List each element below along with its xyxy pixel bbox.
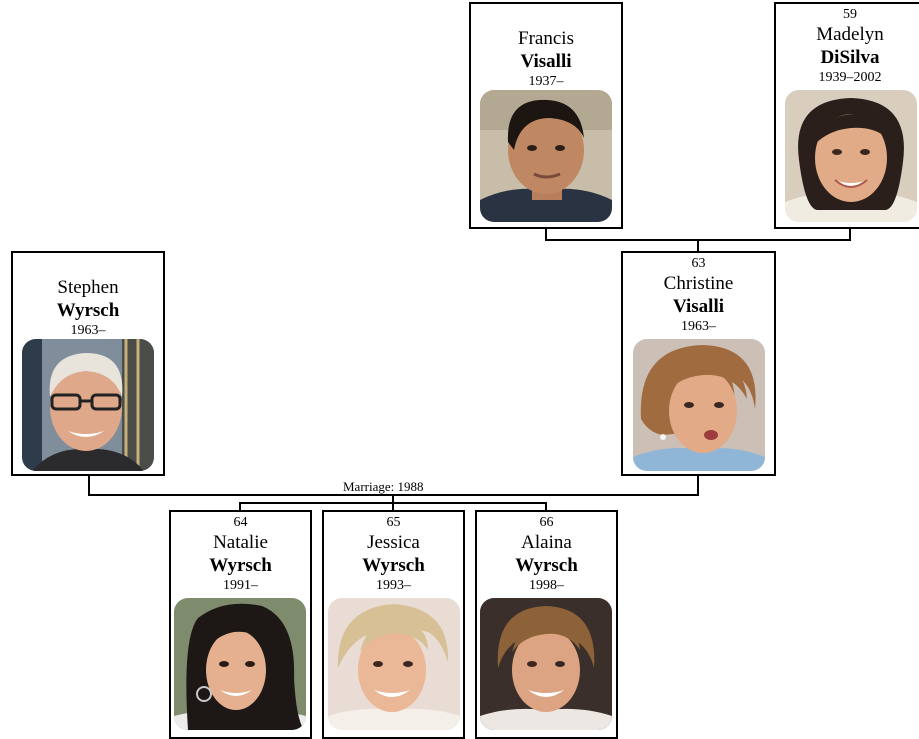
first-name: Alaina	[521, 532, 572, 553]
last-name: DiSilva	[820, 47, 880, 68]
person-number: 65	[386, 515, 401, 530]
person-card-christine[interactable]: 63 Christine Visalli 1963–	[621, 251, 776, 476]
person-card-madelyn[interactable]: 59 Madelyn DiSilva 1939–2002	[774, 2, 919, 229]
marriage-label: Marriage: 1988	[343, 479, 424, 494]
first-name: Christine	[663, 273, 734, 294]
child-connector-alaina	[545, 502, 547, 511]
portrait-photo	[480, 90, 612, 222]
person-card-natalie[interactable]: 64 Natalie Wyrsch 1991–	[169, 510, 312, 739]
first-name: Jessica	[367, 532, 420, 553]
portrait-photo	[480, 598, 612, 730]
portrait-photo	[174, 598, 306, 730]
parents-connector-left	[88, 474, 90, 496]
parents-connector-right	[697, 474, 699, 496]
life-years: 1993–	[376, 578, 411, 593]
first-name: Francis	[518, 28, 574, 49]
child-connector-natalie	[239, 502, 241, 511]
first-name: Stephen	[57, 277, 119, 298]
person-number: 63	[691, 256, 706, 271]
person-number: 64	[233, 515, 248, 530]
children-connector-down	[392, 494, 394, 502]
life-years: 1939–2002	[818, 70, 882, 85]
life-years: 1937–	[528, 74, 564, 89]
life-years: 1998–	[529, 578, 564, 593]
last-name: Wyrsch	[362, 555, 425, 576]
child-connector-jessica	[392, 502, 394, 511]
last-name: Visalli	[672, 296, 725, 317]
last-name: Wyrsch	[56, 300, 120, 321]
first-name: Madelyn	[816, 24, 884, 45]
portrait-photo	[633, 339, 765, 471]
first-name: Natalie	[213, 532, 268, 553]
last-name: Wyrsch	[515, 555, 578, 576]
portrait-photo	[22, 339, 154, 471]
grandparents-connector-down	[697, 239, 699, 252]
person-number: 66	[539, 515, 554, 530]
life-years: 1991–	[223, 578, 258, 593]
person-card-alaina[interactable]: 66 Alaina Wyrsch 1998–	[475, 510, 618, 739]
person-card-jessica[interactable]: 65 Jessica Wyrsch 1993–	[322, 510, 465, 739]
grandparents-connector-right	[849, 228, 851, 241]
last-name: Wyrsch	[209, 555, 272, 576]
portrait-photo	[785, 90, 917, 222]
life-years: 1963–	[70, 323, 106, 338]
portrait-photo	[328, 598, 460, 730]
grandparents-connector-left	[545, 228, 547, 241]
person-card-francis[interactable]: Francis Visalli 1937–	[469, 2, 623, 229]
last-name: Visalli	[520, 51, 572, 72]
life-years: 1963–	[681, 319, 716, 334]
person-card-stephen[interactable]: Stephen Wyrsch 1963–	[11, 251, 165, 476]
person-number: 59	[843, 7, 857, 22]
